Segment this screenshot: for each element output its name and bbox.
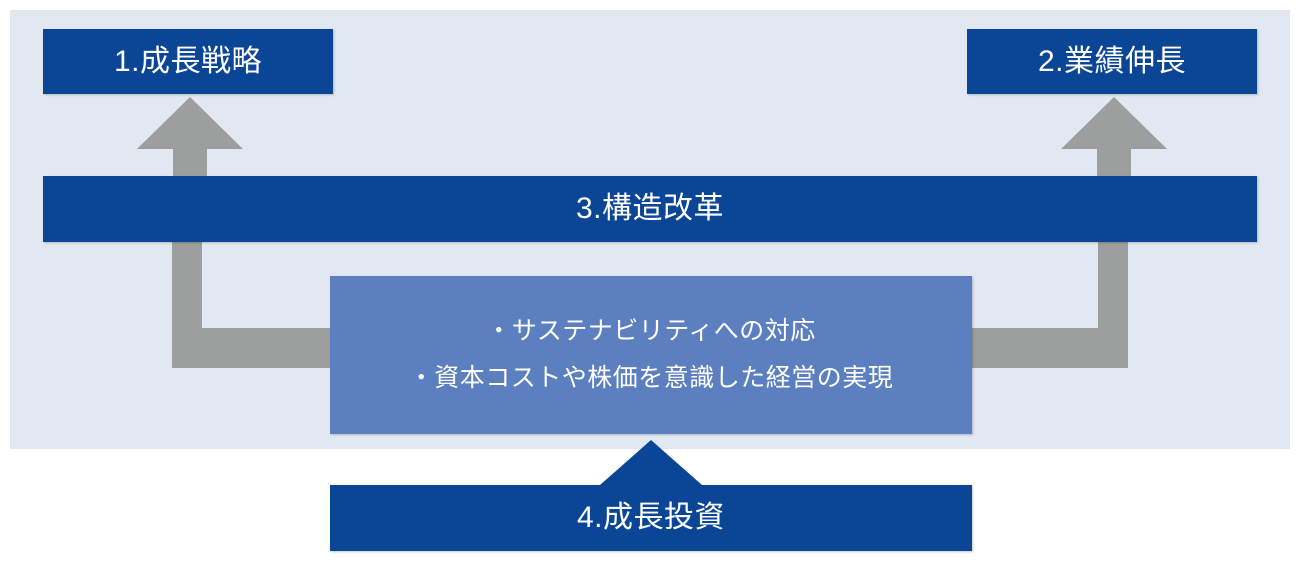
node-earnings-growth-label: 2.業績伸長 (1037, 44, 1187, 78)
arrow-shaft-right (1097, 148, 1131, 178)
arrow-up-icon-left (137, 97, 243, 178)
node-growth-investment[interactable]: 4.成長投資 (330, 485, 972, 551)
arrow-head-left (137, 97, 243, 149)
node-growth-investment-label: 4.成長投資 (576, 501, 726, 535)
arrow-head-right (1061, 97, 1167, 149)
node-earnings-growth[interactable]: 2.業績伸長 (967, 29, 1257, 94)
elbow-connector-right-horizontal (956, 328, 1128, 368)
arrow-shaft-left (173, 148, 207, 178)
arrow-up-icon-right (1061, 97, 1167, 178)
node-initiatives[interactable]: ・サステナビリティへの対応 ・資本コストや株価を意識した経営の実現 (330, 276, 972, 434)
initiative-bullet-capital-cost: ・資本コストや株価を意識した経営の実現 (408, 364, 894, 392)
node-growth-strategy-label: 1.成長戦略 (113, 44, 263, 78)
node-growth-strategy[interactable]: 1.成長戦略 (43, 29, 333, 94)
initiative-bullet-sustainability: ・サステナビリティへの対応 (486, 317, 816, 345)
node-structural-reform-label: 3.構造改革 (575, 192, 725, 226)
node-structural-reform[interactable]: 3.構造改革 (43, 176, 1257, 242)
elbow-connector-left-horizontal (172, 328, 344, 368)
arrow-up-icon-bottom (600, 440, 702, 485)
